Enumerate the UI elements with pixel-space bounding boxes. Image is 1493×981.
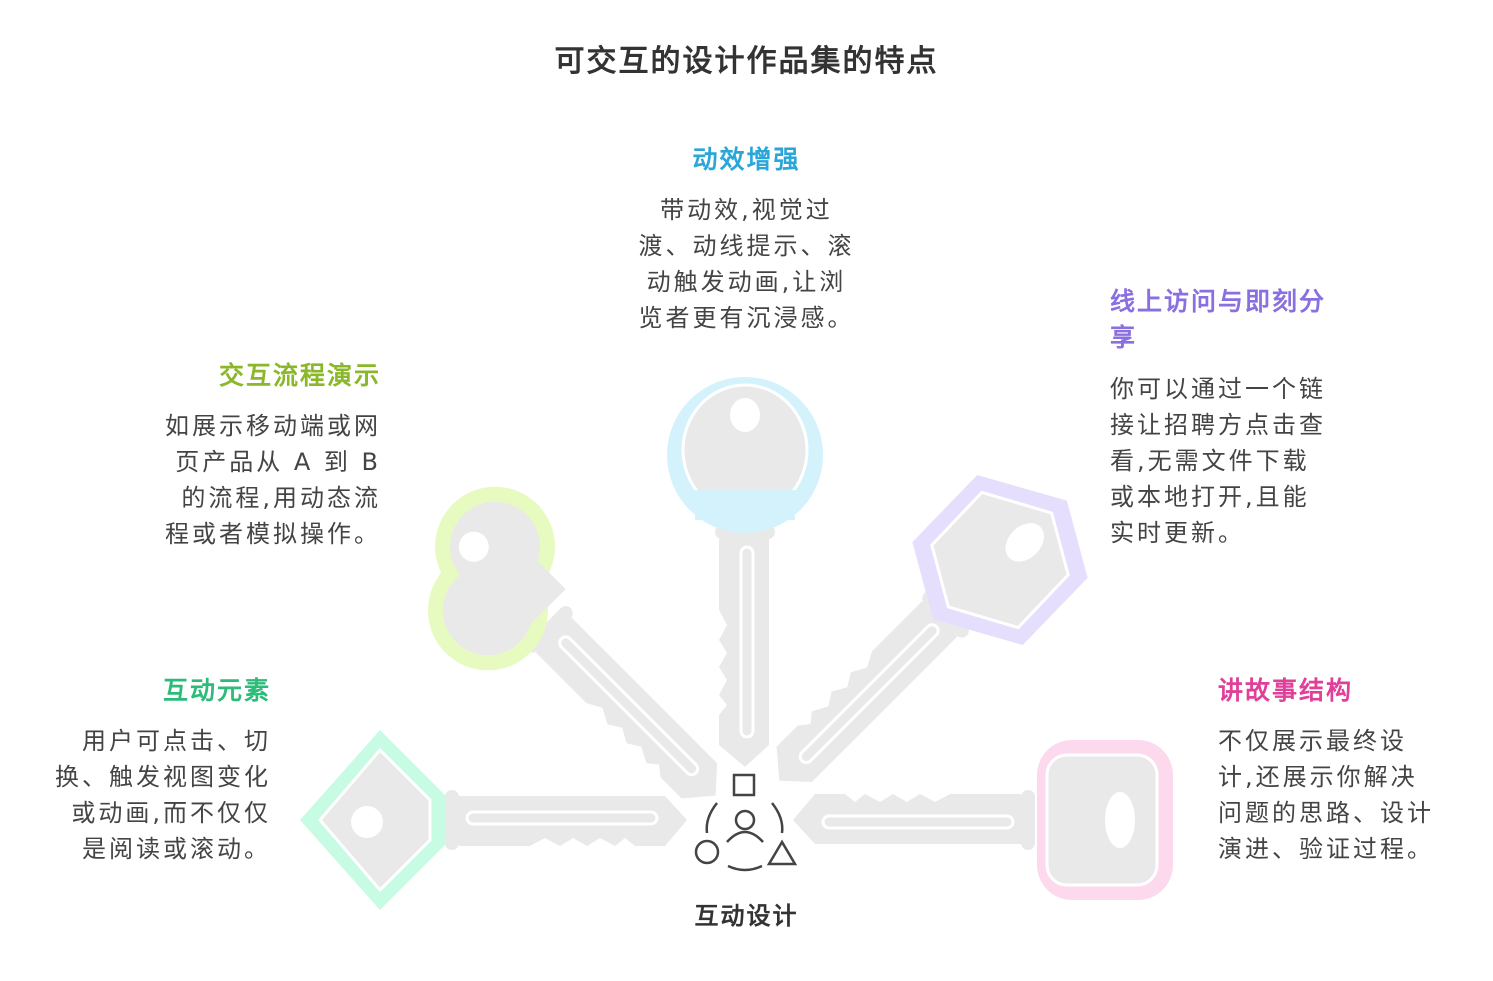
online-access-body: 你可以通过一个链 接让招聘方点击查 看,无需文件下载 或本地打开,且能 实时更新… [1110, 375, 1326, 547]
motion-heading: 动效增强 [692, 145, 801, 174]
interactive-elements-body: 用户可点击、切 换、触发视图变化 或动画,而不仅仅 是阅读或滚动。 [55, 727, 271, 863]
key-green [427, 486, 739, 819]
storytelling-body: 不仅展示最终设 计,还展示你解决 问题的思路、设计 演进、验证过程。 [1218, 727, 1434, 863]
key-purple [756, 474, 1088, 804]
interactive-elements-heading: 互动元素 [162, 676, 271, 705]
key-mint [300, 730, 689, 910]
diagram-title: 可交互的设计作品集的特点 [554, 44, 939, 79]
storytelling-heading: 讲故事结构 [1218, 676, 1354, 705]
key-pink [791, 740, 1173, 900]
flow-demo-body: 如展示移动端或网 页产品从 A 到 B 的流程,用动态流 程或者模拟操作。 [165, 412, 381, 548]
key-blue [667, 377, 823, 769]
online-access-heading: 线上访问与即刻分 享 [1110, 287, 1327, 352]
motion-body: 带动效,视觉过 渡、动线提示、滚 动触发动画,让浏 览者更有沉浸感。 [638, 196, 855, 332]
flow-demo-heading: 交互流程演示 [218, 361, 381, 390]
center-label: 互动设计 [694, 902, 799, 930]
interaction-design-icon [694, 773, 798, 872]
